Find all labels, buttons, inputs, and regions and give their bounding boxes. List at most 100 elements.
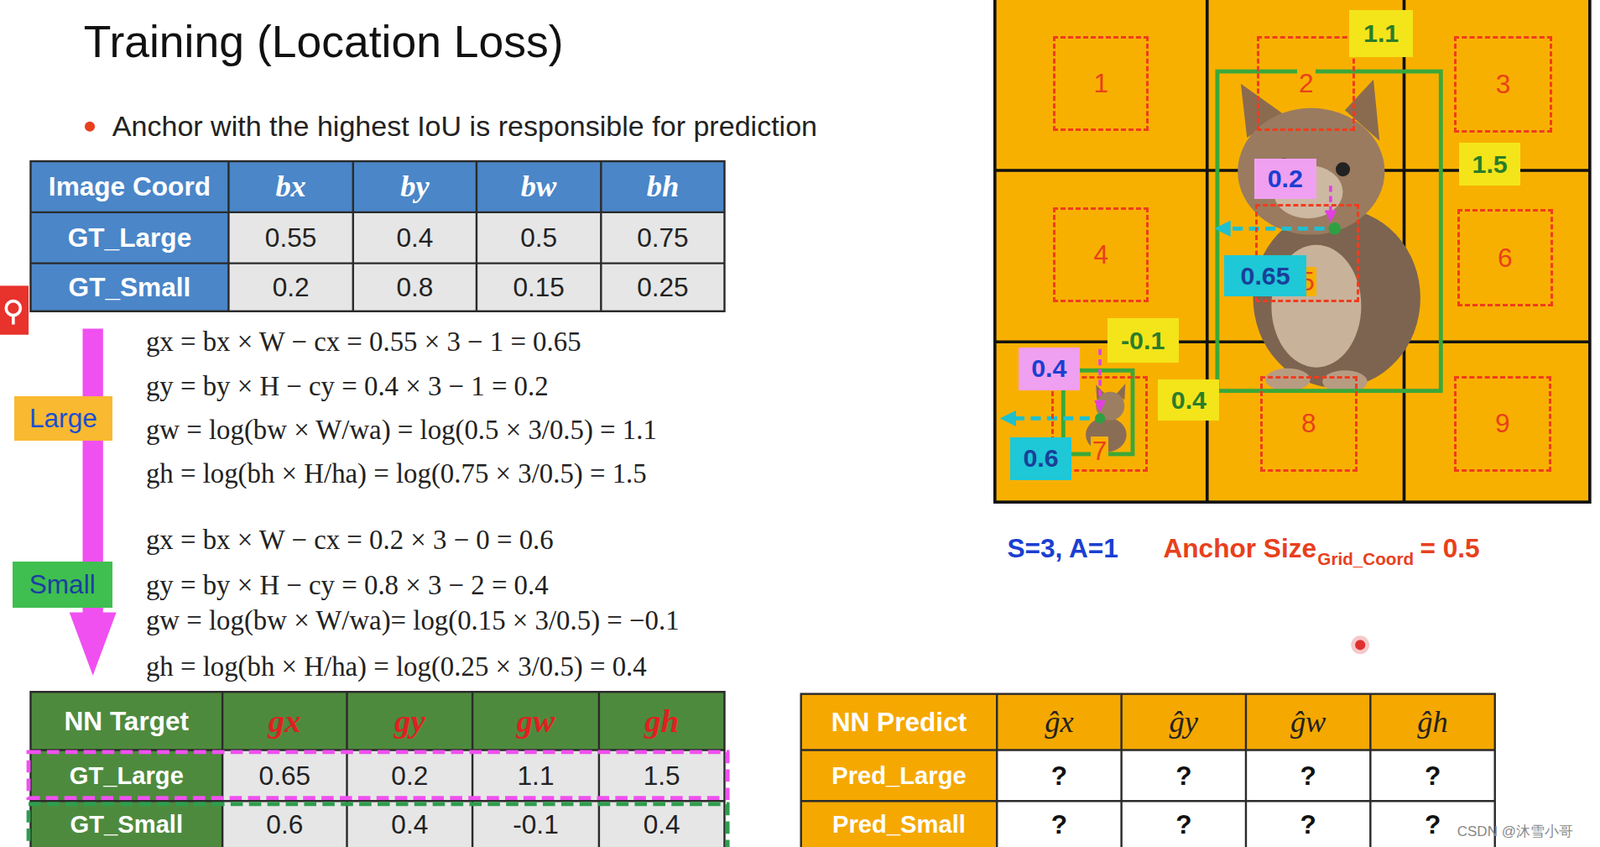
table-cell-holder: 0.5 (476, 212, 601, 264)
node-text: 0.2 (1267, 164, 1303, 193)
formula: gh = log(bh × H/ha) = log(0.25 × 3/0.5) … (145, 651, 647, 682)
table-header-holder: gh (599, 692, 725, 751)
table-header: Image Coord (48, 171, 211, 202)
grid-setting-holder: S=3, A=1 (1006, 528, 1118, 568)
ground-truth-box (1217, 71, 1441, 391)
table-cell-holder: 0.65 (222, 750, 347, 802)
table-cell: 0.15 (512, 272, 565, 303)
table-cell-holder: -0.1 (472, 801, 600, 847)
table-header-holder: bw (476, 161, 601, 213)
node-text: 9 (1493, 408, 1512, 438)
table-header: NN Predict (831, 707, 968, 737)
row-highlight (28, 751, 728, 798)
table-cell: 1.1 (517, 760, 555, 791)
size-tag: Small (12, 561, 113, 608)
row-label: GT_Small (68, 272, 192, 303)
grid-setting: S=3, A=1 (1006, 533, 1118, 563)
table-header-holder: gy (347, 692, 474, 751)
side-icon-mark (5, 301, 21, 316)
table-cell-holder: ? (996, 750, 1121, 802)
formula: gx = bx × W − cx = 0.55 × 3 − 1 = 0.65 (145, 326, 582, 357)
value-callout: 1.1 (1349, 10, 1414, 58)
table-cell-holder: ? (1370, 750, 1495, 802)
row-label-holder: GT_Small (30, 801, 223, 847)
table-cell: 0.25 (636, 272, 689, 303)
node-text: -0.1 (1120, 326, 1165, 355)
side-icon (0, 285, 29, 334)
value-callout: 0.2 (1254, 158, 1317, 200)
formula-holder: gw = log(bw × W/wa)= log(0.15 × 3/0.5) =… (145, 600, 680, 640)
node-text: 7 (1090, 436, 1110, 466)
node-text: 6 (1495, 243, 1515, 273)
table-label-column (30, 212, 229, 312)
offset-arrow (1008, 416, 1090, 421)
table-header-holder: ĝx (996, 693, 1121, 751)
table-cell: 0.2 (390, 760, 428, 791)
table-header: bx (275, 169, 306, 204)
table-header: bh (646, 169, 680, 204)
table-cell: 1.5 (643, 760, 681, 791)
size-tag: Large (14, 396, 113, 442)
value-callout: 1.5 (1459, 142, 1521, 186)
node-text: 3 (1494, 69, 1513, 100)
anchor-size-subscript: Grid_Coord (1317, 549, 1414, 569)
table-header: gx (268, 703, 302, 740)
table-header-holder: ĝw (1245, 693, 1371, 751)
table-header-holder: ĝy (1121, 693, 1246, 751)
table-header: by (400, 169, 429, 204)
table-cell-holder: 0.8 (353, 263, 477, 312)
flow-arrow (69, 328, 117, 675)
node-text: 4 (1091, 239, 1111, 270)
table-header: gw (516, 703, 555, 740)
table-header: ĝw (1290, 704, 1327, 739)
table-cell-holder: ? (1245, 750, 1371, 802)
table-header-holder: gw (472, 692, 600, 751)
table-grid (801, 693, 1496, 847)
table-cell-holder: 0.2 (228, 263, 353, 312)
row-label: Pred_Large (831, 761, 967, 789)
row-label-holder: Pred_Large (801, 750, 998, 802)
table-cell: 0.6 (265, 809, 303, 840)
formula: gw = log(bw × W/wa) = log(0.5 × 3/0.5) =… (145, 414, 657, 445)
formula-holder: gx = bx × W − cx = 0.2 × 3 − 0 = 0.6 (145, 520, 554, 559)
cat-body (1252, 208, 1420, 388)
table-cell: 0.4 (396, 223, 433, 253)
table-cell: -0.1 (512, 809, 558, 840)
center-dot (1094, 412, 1105, 423)
cat-paw (1265, 368, 1311, 391)
table-header-band (801, 693, 1496, 751)
grid-lines (995, 0, 1590, 502)
formula: gh = log(bh × H/ha) = log(0.75 × 3/0.5) … (145, 458, 647, 489)
node-text: 0.6 (1022, 443, 1058, 472)
table-cell-holder: 0.4 (353, 212, 477, 264)
table-header-holder: NN Target (30, 692, 223, 751)
table-cell: ? (1175, 809, 1192, 840)
table-cell-holder: ? (1121, 750, 1246, 802)
table-grid (30, 691, 725, 847)
node-text: 0.65 (1240, 261, 1291, 290)
anchor-size-subscript-holder: Grid_Coord (1317, 544, 1414, 574)
center-dot (1328, 222, 1341, 235)
table-cell: ? (1424, 760, 1441, 791)
row-label-holder: GT_Large (30, 750, 223, 802)
formula-holder: gh = log(bh × H/ha) = log(0.75 × 3/0.5) … (145, 453, 647, 493)
row-label-holder: GT_Large (30, 212, 229, 264)
row-label: GT_Large (67, 223, 193, 253)
bullet-text: Anchor with the highest IoU is responsib… (112, 110, 818, 142)
table-label-column (801, 750, 998, 847)
table-cell: ? (1424, 809, 1441, 840)
table-header: ĝx (1044, 704, 1074, 739)
node-text: 1.1 (1363, 19, 1399, 47)
value-callout: 0.4 (1157, 379, 1220, 421)
cat-eye (1335, 161, 1350, 177)
row-label-holder: Pred_Small (801, 801, 998, 847)
watermark-holder: CSDN @沐雪小哥 (1457, 820, 1574, 844)
table-header: ĝy (1169, 704, 1199, 739)
table-cell-holder: 0.2 (347, 750, 474, 802)
anchor-box: 4 (1052, 207, 1149, 303)
node-text: Small (29, 569, 96, 600)
table-cell: 0.4 (643, 809, 681, 840)
formula-holder: gw = log(bw × W/wa) = log(0.5 × 3/0.5) =… (145, 410, 657, 449)
table-cell: 0.5 (520, 223, 558, 253)
table-border (30, 691, 725, 847)
